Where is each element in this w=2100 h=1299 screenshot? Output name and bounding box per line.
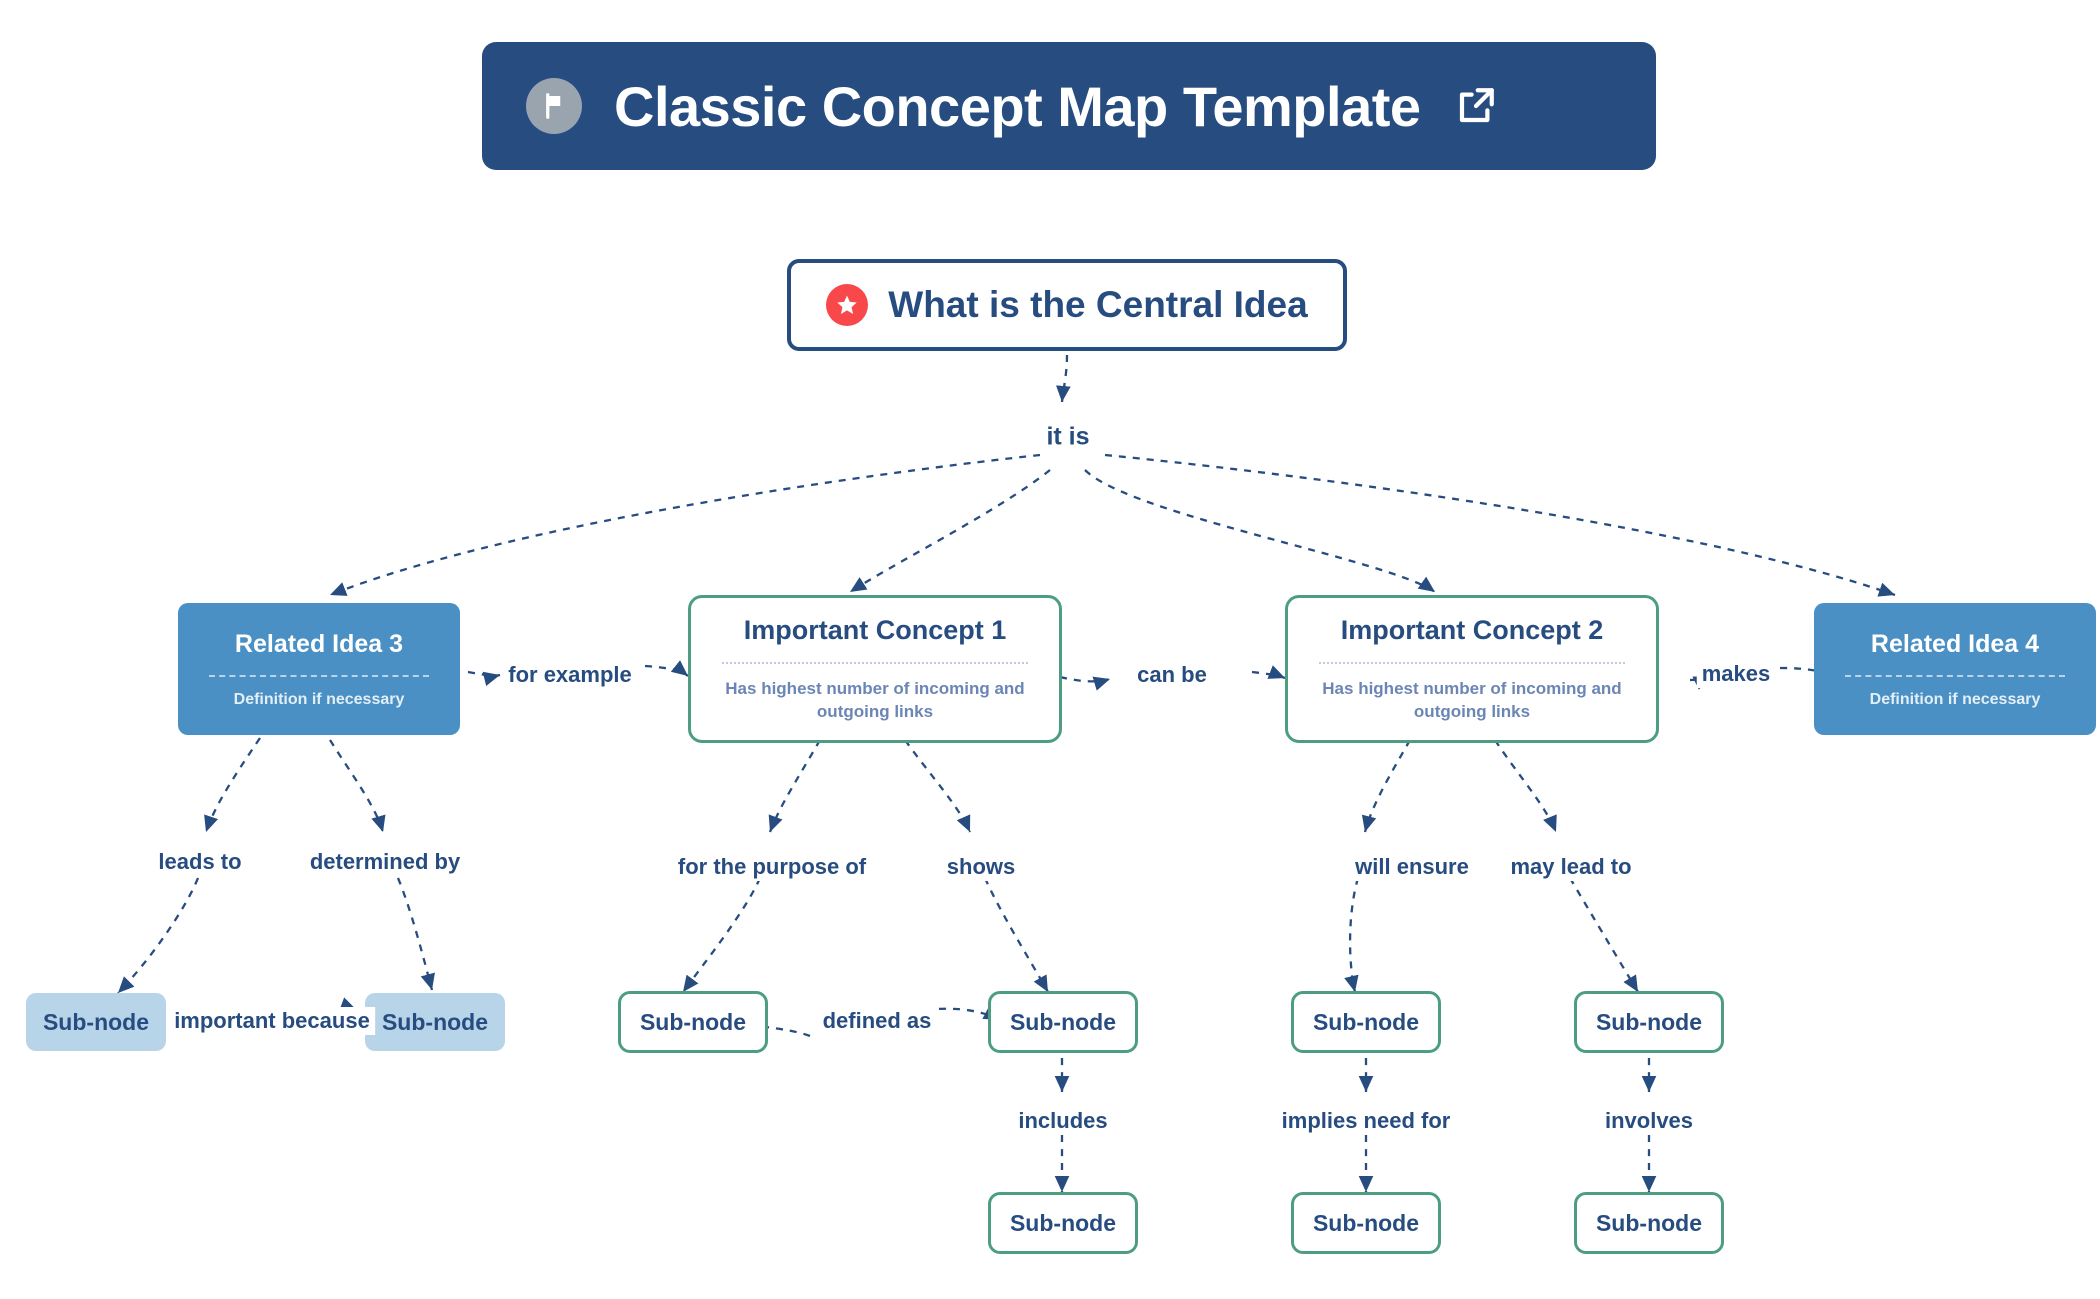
important-concept-1-node[interactable]: Important Concept 1 Has highest number o…: [688, 595, 1062, 743]
external-link-icon[interactable]: [1455, 85, 1497, 127]
central-idea-node[interactable]: What is the Central Idea: [787, 259, 1347, 351]
edge-label-for-example: for example: [503, 661, 637, 689]
edge-label-for-the-purpose-of: for the purpose of: [672, 853, 872, 881]
central-idea-label: What is the Central Idea: [888, 284, 1308, 325]
sub-node-label: Sub-node: [1009, 1209, 1117, 1236]
sub-node-label: Sub-node: [639, 1008, 747, 1035]
edge-label-it-is: it is: [1041, 421, 1095, 453]
related-idea-3-subtitle: Definition if necessary: [233, 690, 405, 708]
sub-node-concept2-left-child[interactable]: Sub-node: [1291, 1192, 1441, 1254]
edge-label-will-ensure: will ensure: [1350, 853, 1474, 881]
edge-label-can-be: can be: [1132, 661, 1212, 689]
page-title: Classic Concept Map Template: [614, 74, 1421, 138]
edge-label-implies-need-for: implies need for: [1276, 1107, 1456, 1135]
important-concept-1-subtitle: Has highest number of incoming and outgo…: [725, 678, 1025, 721]
divider: [1845, 674, 2065, 677]
sub-node-label: Sub-node: [381, 1008, 489, 1035]
important-concept-1-title: Important Concept 1: [743, 614, 1007, 645]
important-concept-2-node[interactable]: Important Concept 2 Has highest number o…: [1285, 595, 1659, 743]
sub-node-label: Sub-node: [42, 1008, 150, 1035]
sub-node-label: Sub-node: [1312, 1008, 1420, 1035]
edge-label-determined-by: determined by: [304, 848, 466, 876]
header-banner[interactable]: Classic Concept Map Template: [482, 42, 1656, 170]
edge-label-defined-as: defined as: [817, 1007, 937, 1035]
related-idea-4-subtitle: Definition if necessary: [1869, 690, 2041, 708]
edge-label-may-lead-to: may lead to: [1505, 853, 1637, 881]
related-idea-4-node[interactable]: Related Idea 4 Definition if necessary: [1814, 603, 2096, 735]
sub-node-label: Sub-node: [1009, 1008, 1117, 1035]
related-idea-3-title: Related Idea 3: [234, 629, 404, 658]
star-icon: [826, 284, 869, 326]
edge-label-leads-to: leads to: [153, 848, 247, 876]
sub-node-concept1-right[interactable]: Sub-node: [988, 991, 1138, 1053]
edge-label-includes: includes: [1013, 1107, 1113, 1135]
edge-label-makes: makes: [1696, 660, 1776, 688]
sub-node-related3-left[interactable]: Sub-node: [26, 993, 166, 1051]
sub-node-concept2-right-child[interactable]: Sub-node: [1574, 1192, 1724, 1254]
sub-node-concept2-right[interactable]: Sub-node: [1574, 991, 1724, 1053]
edge-label-involves: involves: [1599, 1107, 1699, 1135]
sub-node-label: Sub-node: [1595, 1008, 1703, 1035]
sub-node-concept1-right-child[interactable]: Sub-node: [988, 1192, 1138, 1254]
sub-node-concept2-left[interactable]: Sub-node: [1291, 991, 1441, 1053]
sub-node-label: Sub-node: [1312, 1209, 1420, 1236]
divider: [209, 674, 429, 677]
edge-label-important-because: important because: [169, 1007, 375, 1035]
important-concept-2-subtitle: Has highest number of incoming and outgo…: [1322, 678, 1622, 721]
sub-node-related3-right[interactable]: Sub-node: [365, 993, 505, 1051]
related-idea-3-node[interactable]: Related Idea 3 Definition if necessary: [178, 603, 460, 735]
divider: [1319, 661, 1625, 664]
important-concept-2-title: Important Concept 2: [1340, 614, 1604, 645]
sub-node-label: Sub-node: [1595, 1209, 1703, 1236]
sub-node-concept1-left[interactable]: Sub-node: [618, 991, 768, 1053]
flag-icon: [526, 78, 582, 134]
divider: [722, 661, 1028, 664]
related-idea-4-title: Related Idea 4: [1870, 629, 2040, 658]
edge-label-shows: shows: [941, 853, 1021, 881]
